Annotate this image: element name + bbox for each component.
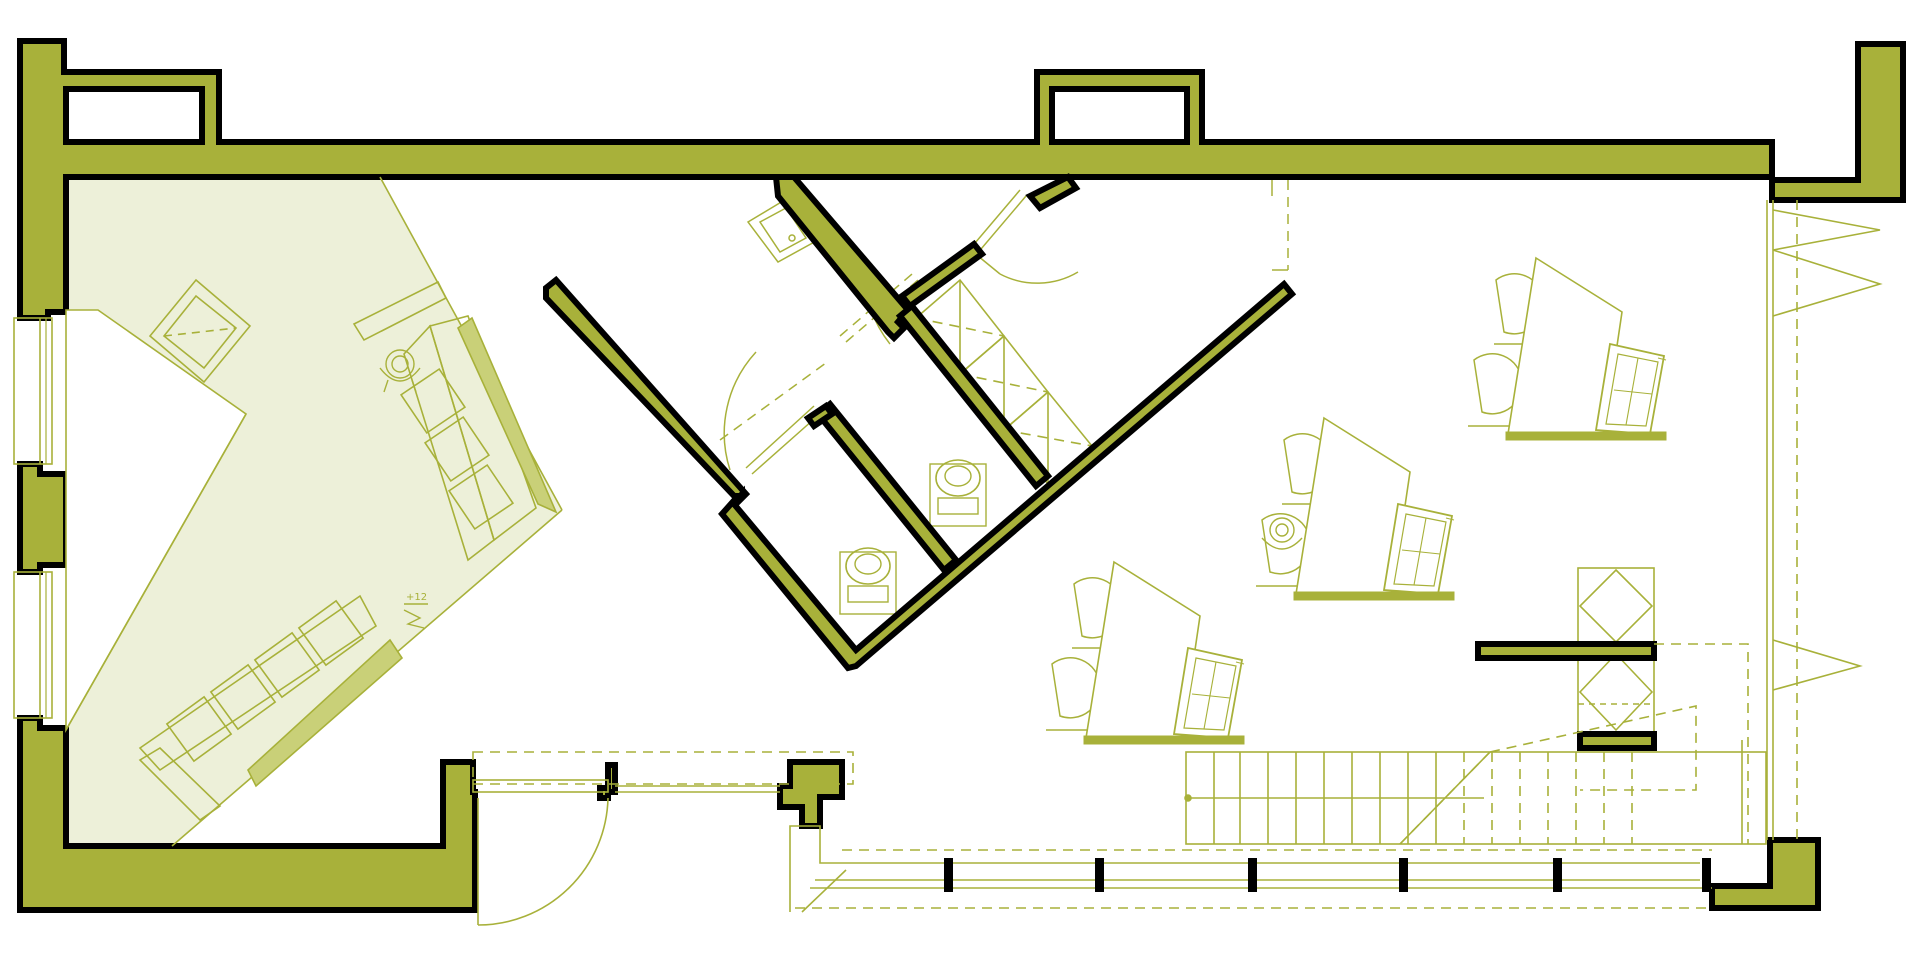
- work-desk-1: [1467, 257, 1667, 441]
- level-annotation: +12: [406, 592, 427, 603]
- toilet-icon-2: [929, 459, 987, 527]
- stair: [1184, 643, 1767, 845]
- right-facade-glazing: [1766, 200, 1883, 840]
- bottom-right-corner: [1709, 837, 1821, 911]
- lounge-rug-edge: [65, 413, 247, 731]
- left-window-upper: [13, 317, 53, 465]
- left-window-lower: [13, 571, 53, 719]
- seated-person-icon: [1261, 517, 1303, 550]
- sofa-upper: [352, 280, 558, 562]
- entrance-door: [472, 751, 854, 926]
- north-arrow-icon: [403, 603, 428, 629]
- armchair-icon: [379, 349, 421, 393]
- work-desk-3: [1045, 561, 1245, 745]
- top-wall-bay-1: [63, 86, 205, 145]
- lounge-floor-area: [66, 177, 562, 846]
- partition-wall: [1475, 641, 1657, 661]
- left-wall-pier: [17, 461, 69, 575]
- partition-stub: [1577, 731, 1657, 751]
- bottom-left-wall: [17, 715, 478, 913]
- side-table: [148, 278, 252, 384]
- bathroom-walls: [543, 173, 1297, 672]
- work-desk-2: [1255, 417, 1455, 601]
- storage-racks: [914, 278, 1094, 486]
- toilet-icon: [839, 547, 897, 615]
- sofa-lower: [138, 594, 404, 822]
- entrance-pier: [777, 759, 845, 829]
- top-wall: [17, 38, 1906, 321]
- top-wall-bay-2: [1049, 86, 1190, 145]
- window-mullions: [944, 858, 1711, 892]
- corridor-lines: [1271, 180, 1289, 271]
